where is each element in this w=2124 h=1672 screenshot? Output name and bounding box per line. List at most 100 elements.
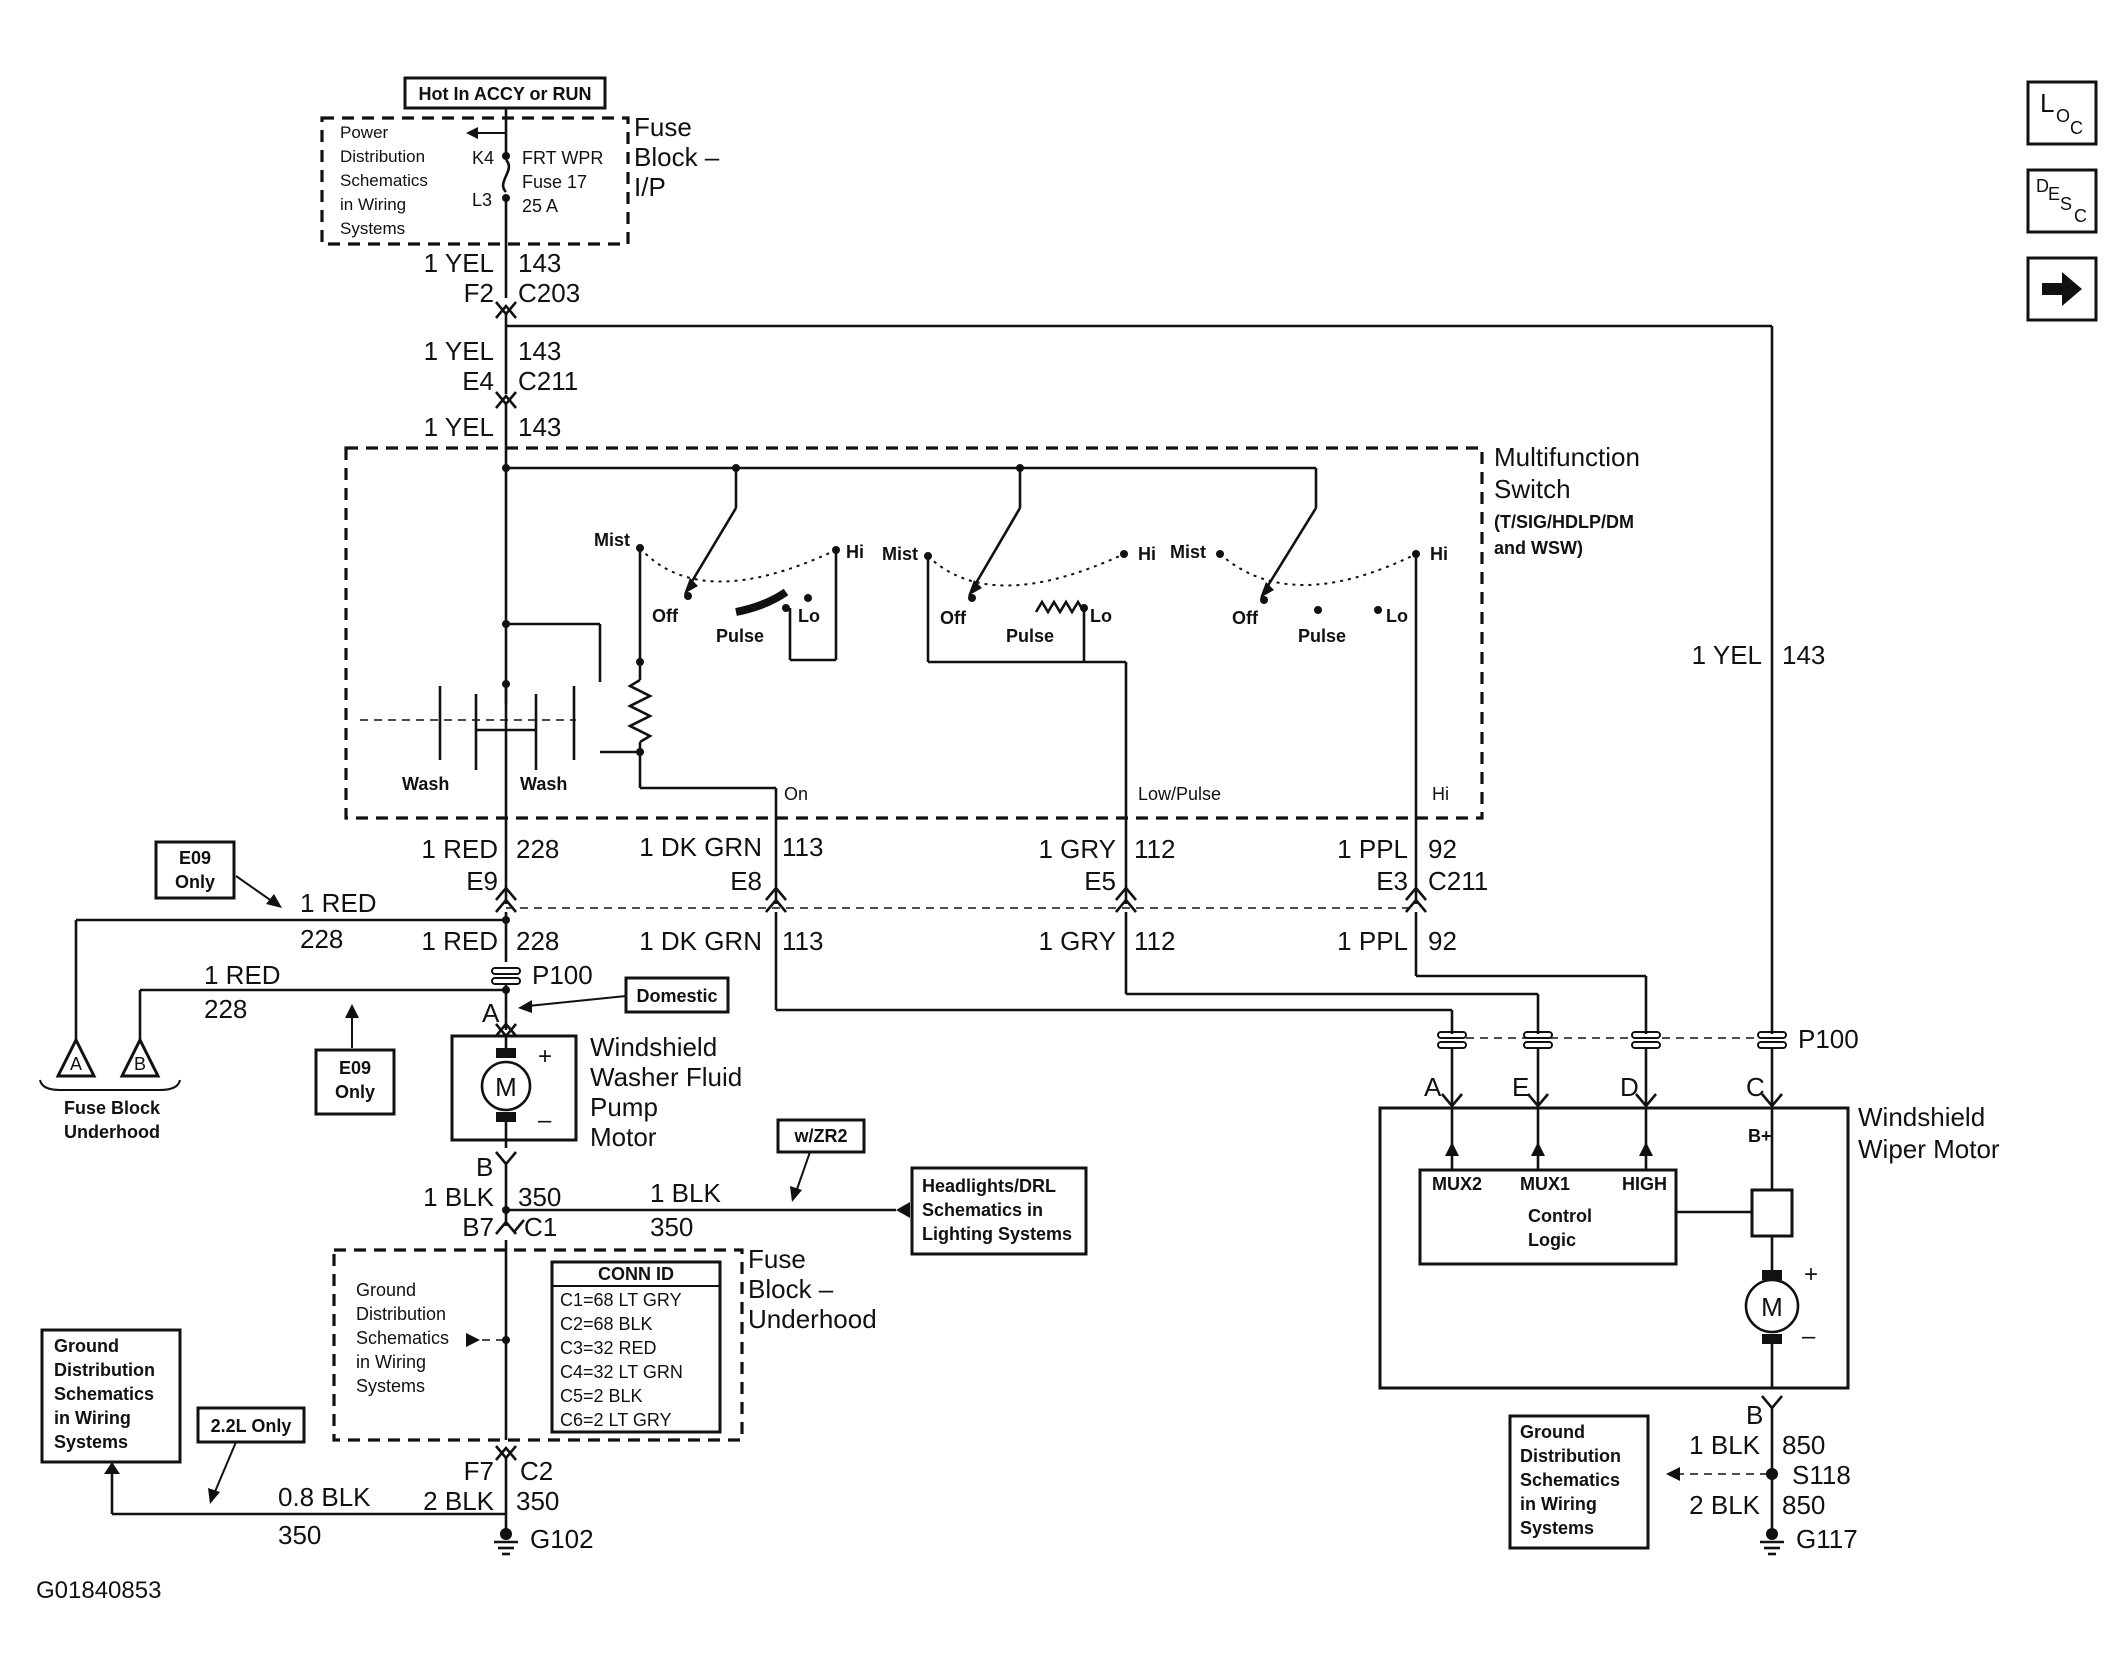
loc-button[interactable]: L O C — [2026, 80, 2098, 146]
next-button[interactable] — [2026, 256, 2098, 322]
svg-text:Control: Control — [1528, 1206, 1592, 1226]
svg-text:Wash: Wash — [402, 774, 449, 794]
svg-text:E: E — [2048, 184, 2060, 204]
svg-text:C211: C211 — [518, 366, 578, 396]
svg-text:Block –: Block – — [634, 142, 720, 172]
power-distribution-note: Power Distribution Schematics in Wiring … — [340, 123, 428, 238]
svg-text:Lo: Lo — [1386, 606, 1408, 626]
washer-motor-icon: M + – — [480, 1043, 552, 1134]
fuse-block-underhood-small: Fuse Block Underhood — [64, 1098, 161, 1142]
p100-pins — [1437, 1031, 1787, 1049]
svg-text:Distribution: Distribution — [356, 1304, 446, 1324]
fuse-block-ip-label: Fuse Block – I/P — [634, 112, 720, 202]
svg-text:C4=32 LT GRN: C4=32 LT GRN — [560, 1362, 683, 1382]
svg-text:92: 92 — [1428, 834, 1457, 864]
multifunction-switch-outline — [344, 446, 1484, 820]
svg-text:E5: E5 — [1084, 866, 1116, 896]
svg-text:143: 143 — [518, 248, 561, 278]
svg-text:0.8 BLK: 0.8 BLK — [278, 1482, 371, 1512]
svg-text:A: A — [70, 1054, 82, 1074]
svg-text:113: 113 — [782, 926, 823, 956]
svg-text:2.2L Only: 2.2L Only — [211, 1416, 292, 1436]
svg-text:228: 228 — [516, 834, 559, 864]
svg-text:350: 350 — [650, 1212, 693, 1242]
e09-only-top-box: E09 Only — [154, 840, 236, 900]
ground-g117-icon — [1760, 1528, 1784, 1556]
svg-text:1 BLK: 1 BLK — [423, 1182, 494, 1212]
svg-text:Lighting Systems: Lighting Systems — [922, 1224, 1072, 1244]
svg-text:Lo: Lo — [1090, 606, 1112, 626]
svg-text:HIGH: HIGH — [1622, 1174, 1667, 1194]
underhood-ground-note: Ground Distribution Schematics in Wiring… — [356, 1280, 449, 1396]
hot-in-accy-run-box: Hot In ACCY or RUN — [403, 76, 607, 110]
svg-text:E9: E9 — [466, 866, 498, 896]
svg-text:G117: G117 — [1796, 1524, 1858, 1554]
wire-143-b: 1 YEL 143 E4 C211 — [424, 336, 579, 396]
svg-text:Fuse: Fuse — [634, 112, 692, 142]
svg-text:L: L — [2040, 88, 2054, 118]
svg-text:Fuse Block: Fuse Block — [64, 1098, 161, 1118]
fuse-terminal-b: B — [119, 1036, 161, 1078]
svg-text:112: 112 — [1134, 834, 1175, 864]
svg-text:–: – — [1802, 1323, 1816, 1350]
svg-text:Schematics: Schematics — [356, 1328, 449, 1348]
svg-text:B: B — [134, 1054, 146, 1074]
svg-text:Mist: Mist — [882, 544, 918, 564]
svg-text:1 PPL: 1 PPL — [1337, 926, 1408, 956]
svg-text:C203: C203 — [518, 278, 580, 308]
svg-text:in Wiring: in Wiring — [54, 1408, 131, 1428]
svg-text:92: 92 — [1428, 926, 1457, 956]
svg-text:113: 113 — [782, 832, 823, 862]
svg-text:Distribution: Distribution — [54, 1360, 155, 1380]
p100-washer: P100 — [491, 960, 593, 990]
wiper-switch-2: Mist Hi Off Pulse Lo — [882, 507, 1156, 904]
svg-text:Only: Only — [175, 872, 215, 892]
svg-text:M: M — [1761, 1292, 1783, 1322]
svg-text:Distribution: Distribution — [1520, 1446, 1621, 1466]
svg-text:E4: E4 — [462, 366, 494, 396]
svg-text:Switch: Switch — [1494, 474, 1571, 504]
resistor — [627, 678, 653, 744]
svg-text:350: 350 — [278, 1520, 321, 1550]
svg-text:Pulse: Pulse — [1298, 626, 1346, 646]
wire-143-c: 1 YEL 143 — [424, 412, 562, 442]
fuse-block-underhood-label: Fuse Block – Underhood — [748, 1244, 877, 1334]
svg-text:Underhood: Underhood — [64, 1122, 160, 1142]
headlights-drl-note: Headlights/DRL Schematics in Lighting Sy… — [896, 1166, 1088, 1256]
svg-text:S118: S118 — [1792, 1460, 1851, 1490]
svg-text:in Wiring: in Wiring — [340, 195, 406, 214]
svg-text:E09: E09 — [339, 1058, 371, 1078]
svg-text:B: B — [476, 1152, 493, 1182]
svg-text:350: 350 — [516, 1486, 559, 1516]
svg-text:Ground: Ground — [54, 1336, 119, 1356]
svg-text:Low/Pulse: Low/Pulse — [1138, 784, 1221, 804]
e09-only-bottom-box: E09 Only — [314, 1048, 396, 1116]
svg-text:M: M — [495, 1072, 517, 1102]
svg-text:1 DK GRN: 1 DK GRN — [639, 832, 762, 862]
svg-text:Domestic: Domestic — [636, 986, 717, 1006]
svg-text:228: 228 — [300, 924, 343, 954]
multifunction-switch-label: Multifunction Switch (T/SIG/HDLP/DM and … — [1494, 442, 1640, 558]
svg-text:Off: Off — [1232, 608, 1259, 628]
svg-text:Hi: Hi — [1432, 784, 1449, 804]
svg-text:350: 350 — [518, 1182, 561, 1212]
svg-text:(T/SIG/HDLP/DM: (T/SIG/HDLP/DM — [1494, 512, 1634, 532]
svg-text:1 BLK: 1 BLK — [1689, 1430, 1760, 1460]
conn-id-table: CONN ID C1=68 LT GRY C2=68 BLK C3=32 RED… — [550, 1260, 722, 1434]
fuse-block-underhood-outline — [332, 1248, 744, 1442]
svg-text:and WSW): and WSW) — [1494, 538, 1583, 558]
desc-button[interactable]: D E S C — [2026, 168, 2098, 234]
svg-text:D: D — [1620, 1072, 1639, 1102]
svg-text:143: 143 — [518, 412, 561, 442]
svg-text:MUX1: MUX1 — [1520, 1174, 1570, 1194]
washer-motor-label: Windshield Washer Fluid Pump Motor — [590, 1032, 742, 1152]
splice-s118 — [1766, 1468, 1778, 1480]
relay-box — [1750, 1188, 1794, 1238]
svg-text:1 BLK: 1 BLK — [650, 1178, 721, 1208]
svg-text:Hi: Hi — [846, 542, 864, 562]
washer-ground-labels: 1 BLK 350 B7 C1 — [423, 1182, 561, 1242]
svg-text:Hot In ACCY or RUN: Hot In ACCY or RUN — [419, 84, 592, 104]
svg-text:Underhood: Underhood — [748, 1304, 877, 1334]
left-ground-note: Ground Distribution Schematics in Wiring… — [40, 1328, 182, 1464]
